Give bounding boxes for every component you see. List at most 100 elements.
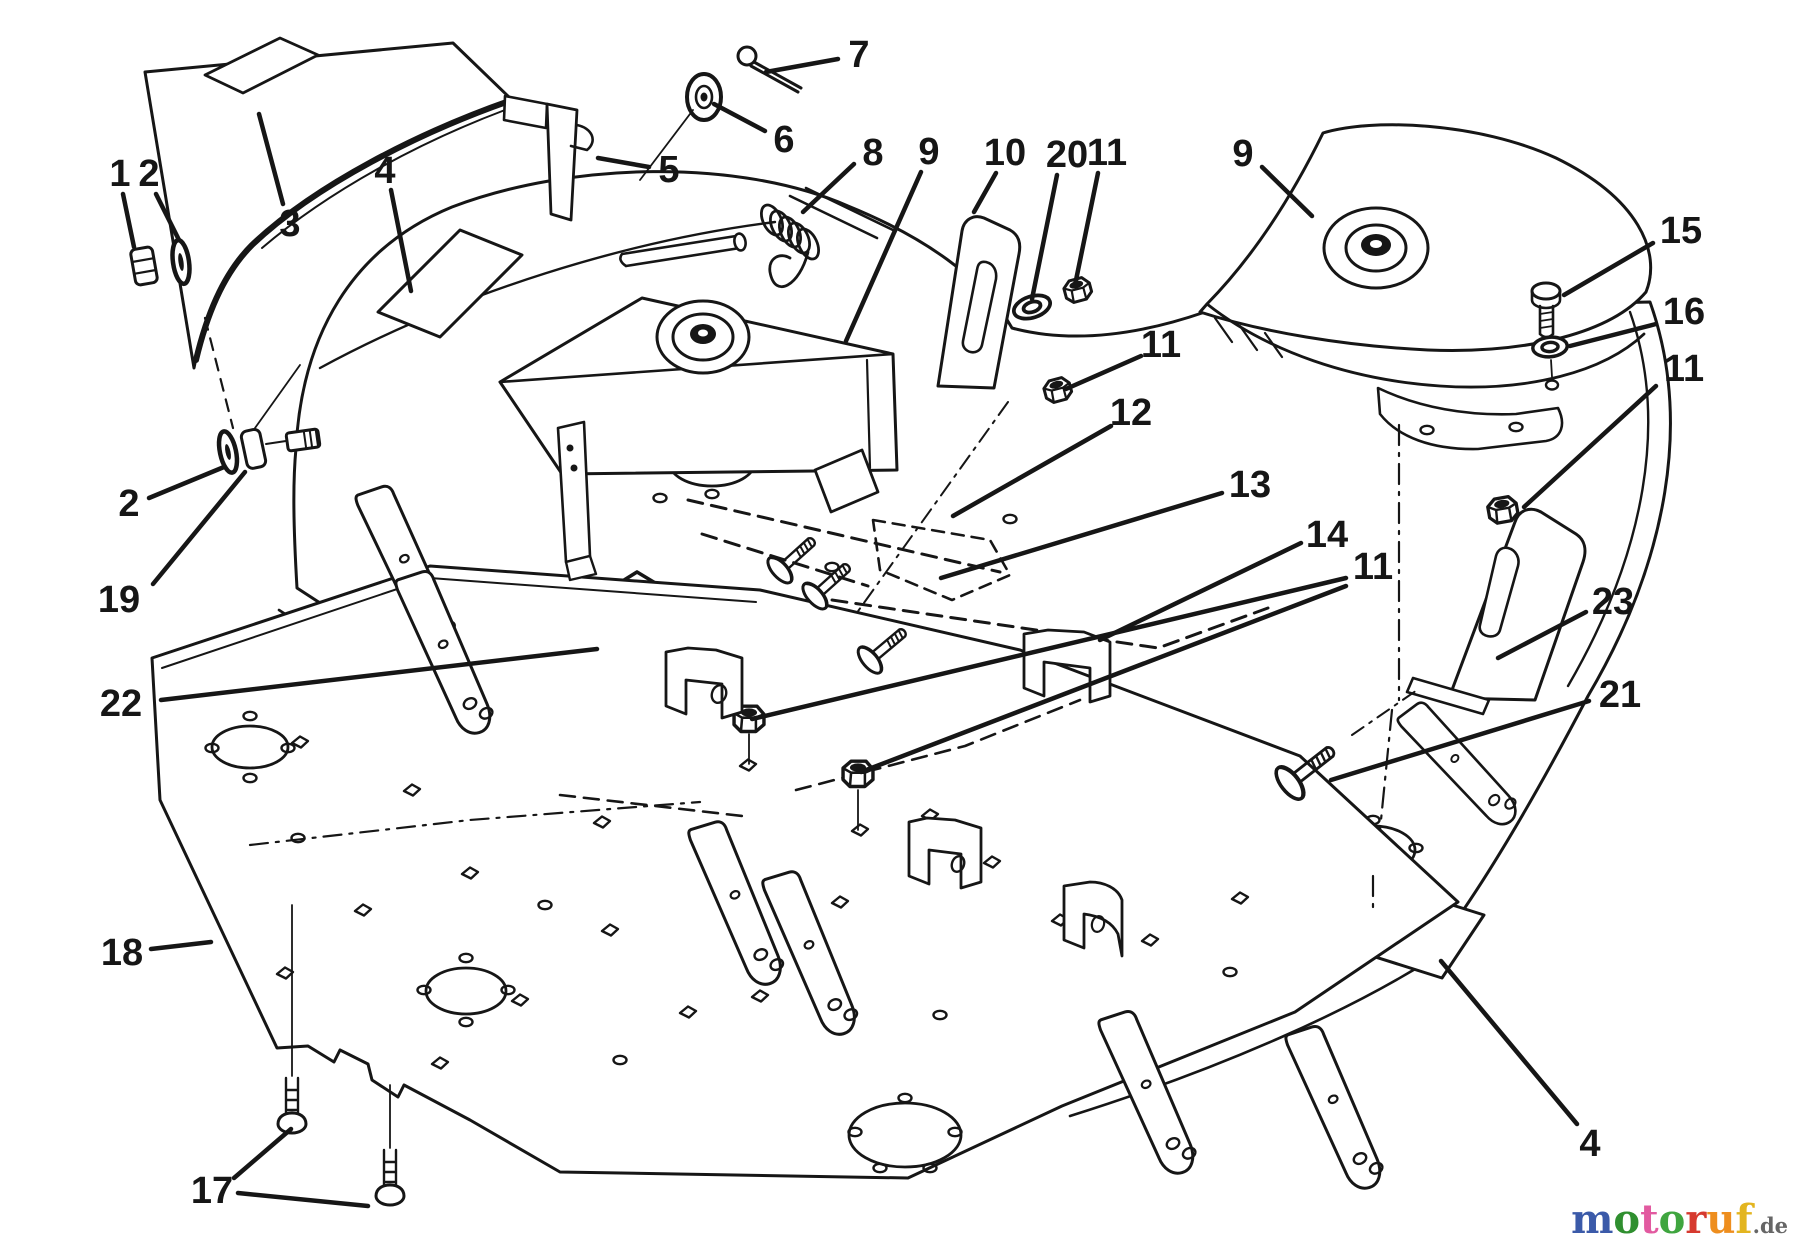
watermark-letter: t (1640, 1196, 1659, 1242)
leader-line (120, 191, 137, 250)
leader-line (843, 169, 924, 344)
nut-centerlines (748, 733, 859, 831)
callout-4: 4 (374, 150, 414, 294)
watermark-letter: f (1735, 1196, 1753, 1242)
callout-8: 8 (800, 132, 884, 215)
leader-line (1521, 383, 1659, 510)
flange-nut-1 (129, 245, 159, 287)
leader-line (231, 1126, 294, 1181)
callout-18: 18 (101, 932, 214, 974)
leader-line (148, 939, 214, 952)
centerline-bracket (855, 401, 1009, 615)
leader-line (146, 464, 227, 501)
washer-spacer-bolt-19 (216, 364, 322, 475)
leader-line (235, 1190, 371, 1209)
leader-line (1097, 540, 1304, 643)
callout-label: 13 (1229, 464, 1271, 506)
callout-label: 1 (109, 153, 130, 195)
channel-clip-1 (664, 646, 744, 720)
flange-rivet-hole (1544, 379, 1560, 391)
leader-line (1063, 353, 1144, 392)
leader-line (858, 583, 1349, 775)
leader-line (1328, 698, 1592, 783)
flange-bolt-17a (276, 904, 308, 1135)
channel-clip-2 (907, 816, 983, 890)
spindle-centerline (1371, 423, 1401, 917)
hidden-edge-line (248, 800, 702, 847)
callout-label: 7 (848, 34, 869, 76)
height-bracket-10 (936, 215, 1022, 390)
callout-label: 10 (984, 132, 1026, 174)
leader-line (1072, 170, 1101, 288)
watermark-letter: o (1613, 1196, 1641, 1242)
callout-20: 20 (1029, 134, 1088, 302)
leader-line (749, 575, 1349, 722)
plate-opening-left (210, 724, 290, 770)
callout-17: 17 (191, 1126, 371, 1212)
callout-label: 14 (1306, 514, 1348, 556)
callout-label: 6 (773, 119, 794, 161)
callout-label: 4 (374, 150, 395, 192)
height-bracket-23 (1405, 507, 1587, 716)
deflector-baffle (143, 36, 515, 430)
callout-label: 15 (1660, 210, 1702, 252)
leader-line (763, 56, 841, 75)
callout-11: 11 (1063, 324, 1181, 392)
callout-2: 2 (138, 153, 182, 243)
leader-line (1567, 321, 1659, 349)
callout-19: 19 (98, 469, 248, 621)
callout-label: 19 (98, 579, 140, 621)
callout-5: 5 (595, 149, 680, 191)
callout-1: 1 (109, 153, 137, 250)
callout-2: 2 (118, 464, 227, 525)
watermark-letter: r (1685, 1196, 1707, 1242)
leader-line (1029, 172, 1060, 302)
torsion-spring-8 (760, 203, 820, 288)
watermark-logo: motoruf.de (1571, 1200, 1788, 1240)
blade-brake-assembly (686, 448, 1270, 679)
callout-23: 23 (1495, 581, 1634, 661)
callout-label: 17 (191, 1170, 233, 1212)
callout-label: 9 (1232, 133, 1253, 175)
belt-cover-left (498, 296, 899, 582)
callout-9: 9 (843, 131, 940, 344)
flange-bolt-17b (374, 1084, 406, 1207)
leader-line (1259, 164, 1315, 219)
callout-12: 12 (950, 392, 1152, 519)
watermark-suffix: .de (1752, 1213, 1788, 1238)
callout-label: 3 (279, 203, 300, 245)
leader-line (950, 423, 1114, 519)
callout-label: 18 (101, 932, 143, 974)
washer-centerline (1550, 359, 1553, 378)
mount-plate-12 (813, 448, 880, 514)
callout-6: 6 (711, 101, 795, 161)
leader-line (153, 191, 182, 243)
callout-14: 14 (1097, 514, 1348, 643)
leader-line (150, 469, 248, 587)
bolt-21-centerline (1351, 687, 1421, 736)
discharge-flap-5 (502, 94, 594, 222)
callout-label: 8 (862, 132, 883, 174)
idler-pin (619, 232, 747, 268)
cotter-pin-7 (736, 45, 803, 94)
deck-label-decal-top (376, 228, 524, 339)
callout-label: 12 (1110, 392, 1152, 434)
callout-label: 11 (1353, 546, 1393, 588)
callout-11: 11 (1072, 132, 1127, 288)
plate-opening-bottom (847, 1101, 963, 1169)
plate-opening-mid (424, 966, 508, 1016)
leader-line (1561, 240, 1656, 298)
callout-9: 9 (1232, 133, 1315, 219)
callout-label: 9 (918, 131, 939, 173)
callout-label: 16 (1663, 291, 1705, 333)
callout-label: 2 (118, 483, 139, 525)
callout-label: 20 (1046, 134, 1088, 176)
locknut-11-deck-b (841, 759, 875, 789)
callout-label: 11 (1141, 324, 1181, 366)
callout-7: 7 (763, 34, 870, 76)
leader-line (938, 490, 1225, 581)
callout-16: 16 (1567, 291, 1705, 349)
leader-line (711, 101, 768, 134)
callout-11: 11 (749, 546, 1393, 775)
